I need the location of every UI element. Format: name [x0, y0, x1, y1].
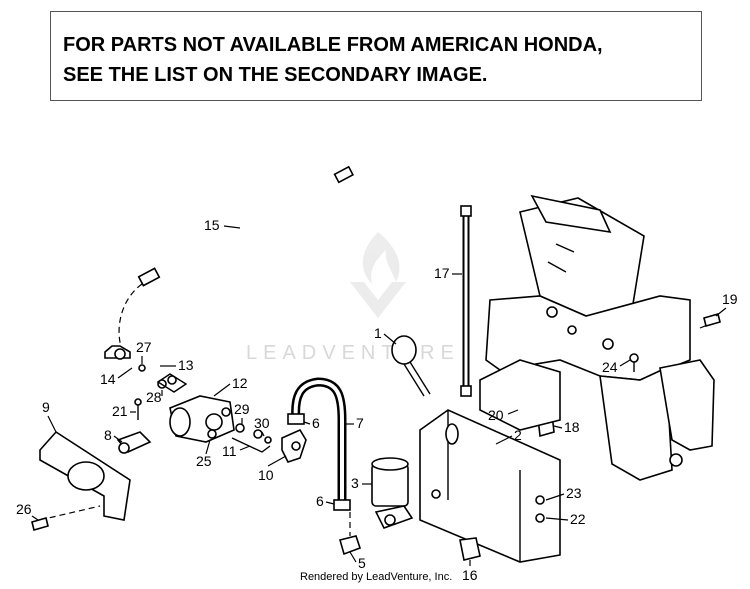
- callout-19[interactable]: 19: [715, 291, 738, 317]
- part-24-pin[interactable]: [629, 353, 639, 372]
- svg-text:29: 29: [234, 401, 250, 417]
- callout-6-upper[interactable]: 6: [303, 415, 320, 431]
- callout-17[interactable]: 17: [434, 265, 462, 281]
- part-6-clamp-lower[interactable]: [333, 499, 351, 511]
- part-3-filter[interactable]: [371, 457, 414, 529]
- svg-text:2: 2: [514, 427, 522, 443]
- part-19-bolt[interactable]: [703, 313, 721, 327]
- watermark-logo: [350, 232, 406, 318]
- callout-16[interactable]: 16: [462, 560, 478, 583]
- footer-credit: Rendered by LeadVenture, Inc.: [300, 571, 453, 583]
- svg-text:23: 23: [566, 485, 582, 501]
- svg-text:3: 3: [351, 475, 359, 491]
- svg-text:9: 9: [42, 399, 50, 415]
- callout-21[interactable]: 21: [112, 403, 136, 419]
- callout-26[interactable]: 26: [16, 501, 39, 521]
- svg-text:5: 5: [358, 555, 366, 571]
- part-26-bolt[interactable]: [31, 517, 49, 531]
- svg-text:12: 12: [232, 375, 248, 391]
- part-9-shield[interactable]: [39, 430, 131, 521]
- part-30-fitting[interactable]: [253, 429, 272, 444]
- svg-text:1: 1: [374, 325, 382, 341]
- callout-13[interactable]: 13: [160, 357, 194, 373]
- callout-29[interactable]: 29: [234, 401, 250, 424]
- svg-text:27: 27: [136, 339, 152, 355]
- callout-9[interactable]: 9: [42, 399, 57, 433]
- svg-text:15: 15: [204, 217, 220, 233]
- callout-3[interactable]: 3: [351, 475, 372, 491]
- part-2-tank[interactable]: [419, 409, 561, 563]
- part-13-bracket[interactable]: [156, 373, 188, 393]
- callout-23[interactable]: 23: [545, 485, 582, 501]
- callout-28[interactable]: 28: [146, 389, 163, 405]
- callout-22[interactable]: 22: [545, 511, 586, 527]
- svg-text:6: 6: [316, 493, 324, 509]
- callout-2[interactable]: 2: [495, 427, 522, 445]
- callout-12[interactable]: 12: [213, 375, 248, 397]
- callout-18[interactable]: 18: [553, 419, 580, 435]
- svg-text:11: 11: [222, 443, 237, 459]
- part-15-hose[interactable]: [118, 165, 355, 351]
- part-14-fitting[interactable]: [104, 345, 131, 360]
- part-27-bolt[interactable]: [138, 364, 146, 372]
- svg-text:14: 14: [100, 371, 116, 387]
- part-1-filler-cap[interactable]: [391, 335, 431, 397]
- svg-text:19: 19: [722, 291, 738, 307]
- svg-text:10: 10: [258, 467, 274, 483]
- svg-text:25: 25: [196, 453, 212, 469]
- notice-line-2: SEE THE LIST ON THE SECONDARY IMAGE.: [63, 64, 488, 86]
- part-17-tube[interactable]: [460, 205, 472, 397]
- callout-30[interactable]: 30: [254, 415, 270, 437]
- callout-10[interactable]: 10: [258, 455, 287, 483]
- callout-27[interactable]: 27: [136, 339, 152, 364]
- svg-text:30: 30: [254, 415, 270, 431]
- callout-7[interactable]: 7: [344, 415, 364, 431]
- main-frame-assembly[interactable]: [479, 194, 715, 481]
- callout-20[interactable]: 20: [488, 407, 519, 423]
- part-23-bolt[interactable]: [535, 495, 545, 505]
- svg-text:26: 26: [16, 501, 32, 517]
- notice-line-1: FOR PARTS NOT AVAILABLE FROM AMERICAN HO…: [63, 34, 603, 56]
- callout-25[interactable]: 25: [196, 439, 212, 469]
- svg-text:24: 24: [602, 359, 618, 375]
- part-7-hose[interactable]: [291, 377, 347, 502]
- callout-8[interactable]: 8: [104, 427, 123, 443]
- svg-text:20: 20: [488, 407, 504, 423]
- callout-14[interactable]: 14: [100, 367, 133, 387]
- part-21-bolt[interactable]: [134, 398, 142, 420]
- part-28-washer[interactable]: [157, 375, 177, 389]
- callout-5[interactable]: 5: [349, 551, 366, 571]
- part-16-fitting[interactable]: [459, 537, 481, 561]
- callout-24[interactable]: 24: [602, 359, 631, 375]
- part-25-gasket[interactable]: [207, 429, 217, 439]
- part-8-coupler[interactable]: [116, 431, 152, 454]
- svg-text:21: 21: [112, 403, 128, 419]
- part-11-bracket[interactable]: [231, 437, 271, 453]
- callout-6-lower[interactable]: 6: [316, 493, 335, 509]
- part-12-pump[interactable]: [169, 395, 235, 443]
- part-5-elbow[interactable]: [339, 512, 362, 556]
- svg-text:17: 17: [434, 265, 450, 281]
- svg-text:16: 16: [462, 567, 478, 583]
- svg-text:7: 7: [356, 415, 364, 431]
- svg-text:28: 28: [146, 389, 162, 405]
- svg-text:18: 18: [564, 419, 580, 435]
- callout-11[interactable]: 11: [222, 443, 251, 459]
- svg-text:13: 13: [178, 357, 194, 373]
- part-10-elbow[interactable]: [281, 428, 307, 463]
- parts-notice-box: FOR PARTS NOT AVAILABLE FROM AMERICAN HO…: [50, 11, 702, 101]
- svg-text:22: 22: [570, 511, 586, 527]
- callout-1[interactable]: 1: [374, 325, 397, 345]
- svg-text:8: 8: [104, 427, 112, 443]
- part-22-bolt[interactable]: [535, 513, 545, 523]
- part-29-oring[interactable]: [235, 423, 245, 433]
- svg-text:6: 6: [312, 415, 320, 431]
- callout-15[interactable]: 15: [204, 217, 241, 233]
- part-6-clamp-upper[interactable]: [287, 413, 305, 425]
